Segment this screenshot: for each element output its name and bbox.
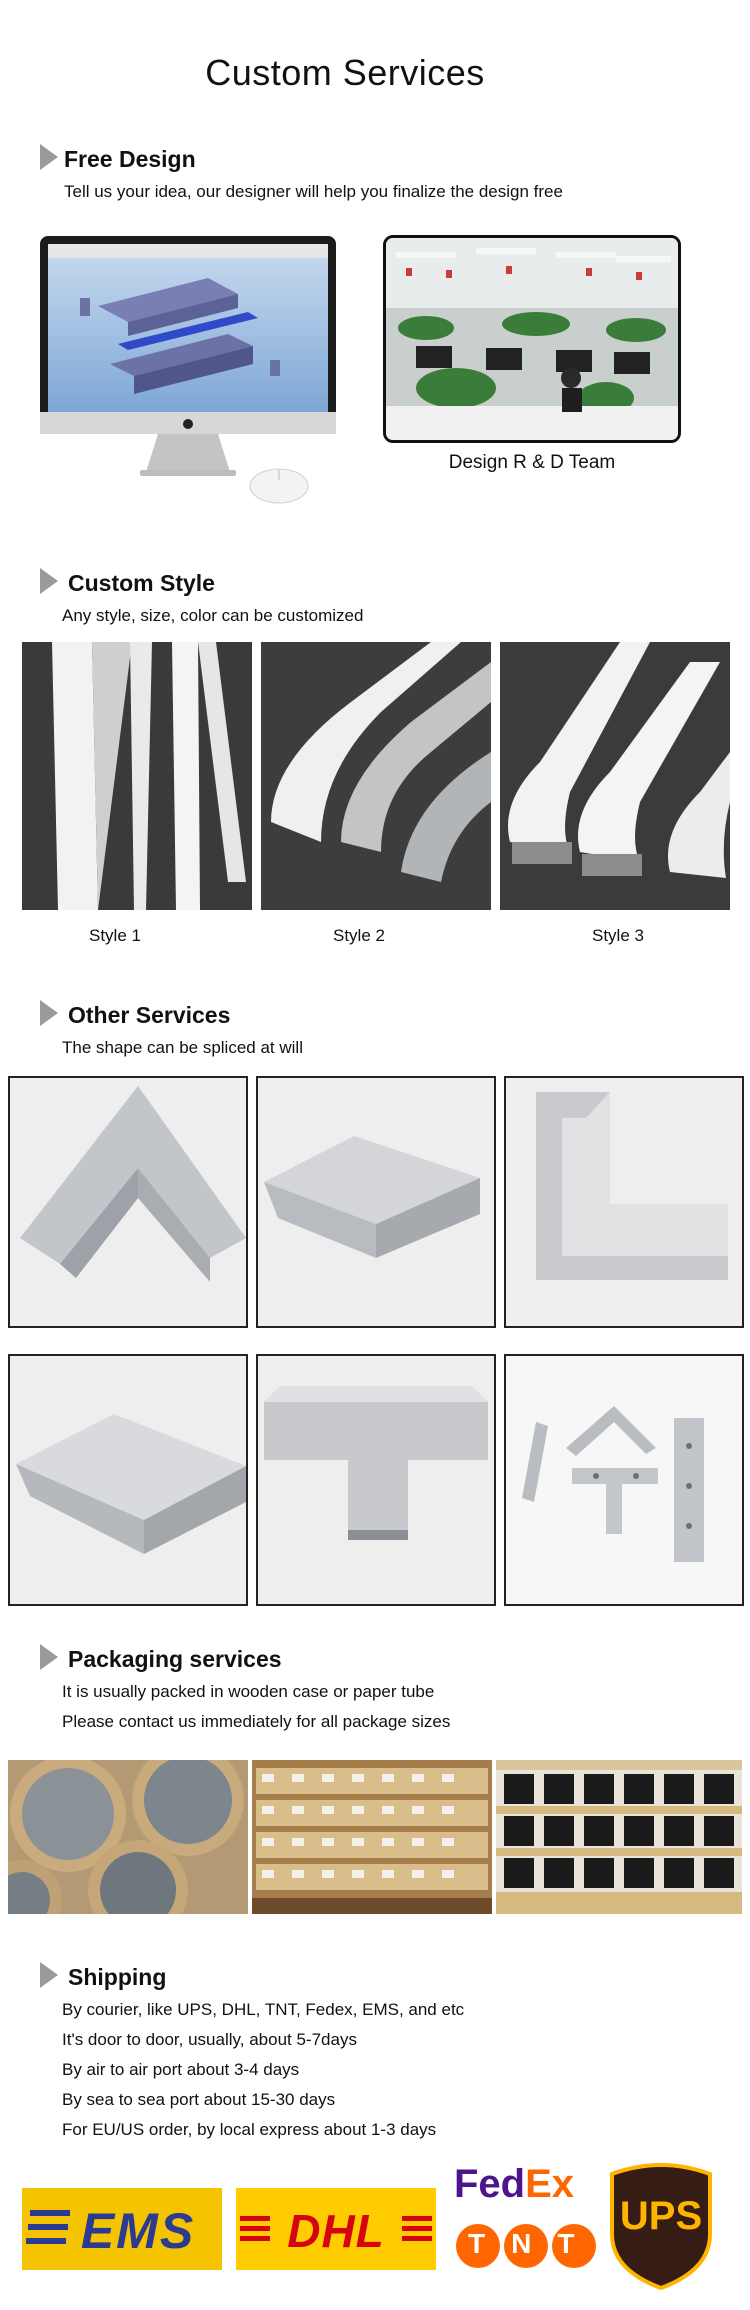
- fedex-tnt-logo: FedEx TNT: [450, 2160, 602, 2280]
- page-title: Custom Services: [205, 52, 485, 93]
- wooden-crate-photo: [496, 1760, 742, 1914]
- angle-joint-image: [256, 1076, 496, 1328]
- style-2-caption: Style 2: [333, 926, 385, 945]
- ups-logo: UPS: [606, 2160, 716, 2290]
- section-arrow-icon: [40, 1000, 58, 1026]
- packaging-heading: Packaging services: [68, 1646, 282, 1672]
- mouse-image: [248, 462, 310, 506]
- style-2-image: [261, 642, 491, 910]
- shipping-heading: Shipping: [68, 1964, 167, 1990]
- dhl-logo-text: DHL: [287, 2205, 385, 2257]
- style-1-caption: Style 1: [89, 926, 141, 945]
- dhl-logo: DHL: [236, 2188, 436, 2270]
- fedex-ex-text: Ex: [525, 2162, 575, 2206]
- ups-logo-text: UPS: [619, 2194, 703, 2238]
- free-design-heading: Free Design: [64, 146, 196, 172]
- v-joint-image: [8, 1354, 248, 1606]
- style-1-image: [22, 642, 252, 910]
- shipping-line-4: By sea to sea port about 15-30 days: [62, 2090, 336, 2109]
- section-arrow-icon: [40, 144, 58, 170]
- t-joint-image: [256, 1354, 496, 1606]
- shipping-line-1: By courier, like UPS, DHL, TNT, Fedex, E…: [62, 2000, 465, 2019]
- other-services-description: The shape can be spliced at will: [62, 1038, 303, 1057]
- style-3-image: [500, 642, 730, 910]
- imac-cad-image: [38, 236, 338, 486]
- tnt-logo-text: TNT: [468, 2228, 601, 2259]
- shipping-line-2: It's door to door, usually, about 5-7day…: [62, 2030, 357, 2049]
- cartons-warehouse-photo: [252, 1760, 492, 1914]
- paper-tubes-photo: [8, 1760, 248, 1914]
- connector-plates-image: [504, 1354, 744, 1606]
- ems-logo-text: EMS: [80, 2203, 196, 2259]
- l-joint-image: [504, 1076, 744, 1328]
- design-team-caption: Design R & D Team: [448, 452, 616, 473]
- design-team-office-photo: [383, 235, 681, 443]
- section-arrow-icon: [40, 1962, 58, 1988]
- style-3-caption: Style 3: [592, 926, 644, 945]
- other-services-heading: Other Services: [68, 1002, 231, 1028]
- section-arrow-icon: [40, 1644, 58, 1670]
- corner-joint-image: [8, 1076, 248, 1328]
- shipping-line-3: By air to air port about 3-4 days: [62, 2060, 300, 2079]
- packaging-line-2: Please contact us immediately for all pa…: [62, 1712, 451, 1731]
- section-arrow-icon: [40, 568, 58, 594]
- custom-style-description: Any style, size, color can be customized: [62, 606, 364, 625]
- free-design-description: Tell us your idea, our designer will hel…: [64, 182, 563, 201]
- ems-logo: EMS: [22, 2188, 222, 2270]
- fedex-fed-text: Fed: [454, 2162, 526, 2206]
- custom-style-heading: Custom Style: [68, 570, 215, 596]
- shipping-line-5: For EU/US order, by local express about …: [62, 2120, 437, 2139]
- packaging-line-1: It is usually packed in wooden case or p…: [62, 1682, 435, 1701]
